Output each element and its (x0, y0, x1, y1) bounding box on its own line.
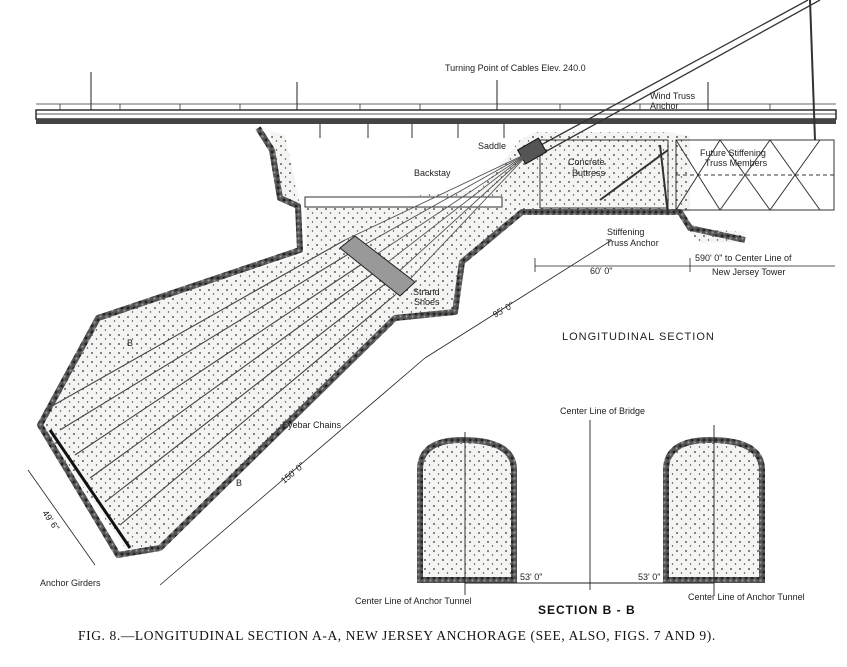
label-centerline-bridge: Center Line of Bridge (560, 406, 645, 416)
label-stiffening: Stiffening (607, 227, 644, 237)
label-anchor-girders: Anchor Girders (40, 578, 101, 588)
label-truss-members: Truss Members (705, 158, 768, 168)
title-section-bb: SECTION B - B (538, 603, 636, 617)
label-turning-point: Turning Point of Cables Elev. 240.0 (445, 63, 586, 73)
label-b-upper: B (127, 338, 133, 348)
future-truss (675, 139, 835, 211)
label-centerline-tunnel-right: Center Line of Anchor Tunnel (688, 592, 805, 602)
dim-590-line2: New Jersey Tower (712, 267, 785, 277)
dimension-lines (27, 239, 835, 586)
strands-fan (344, 151, 531, 296)
label-concrete: Concrete (568, 157, 605, 167)
anchor-girders (48, 429, 132, 549)
dim-53-left: 53' 0" (520, 572, 542, 582)
main-cable (527, 0, 821, 159)
label-eyebar: Eyebar Chains (282, 420, 342, 430)
dim-150: 150' 0" (279, 460, 306, 485)
title-longitudinal-section: LONGITUDINAL SECTION (562, 331, 715, 343)
label-wind-truss-anchor: Anchor (650, 101, 679, 111)
eyebar-chains (44, 239, 396, 526)
dim-95: 95' 0" (491, 300, 515, 320)
label-centerline-tunnel-left: Center Line of Anchor Tunnel (355, 596, 472, 606)
dim-60: 60' 0" (590, 266, 612, 276)
dim-53-right: 53' 0" (638, 572, 660, 582)
label-buttress: Buttress (572, 168, 606, 178)
strand-shoes (339, 235, 416, 297)
label-b-lower: B (236, 478, 242, 488)
label-saddle: Saddle (478, 141, 506, 151)
label-wind-truss: Wind Truss (650, 91, 696, 101)
section-bb (417, 420, 765, 595)
deck-structure (35, 72, 837, 138)
label-strand: Strand (413, 287, 440, 297)
label-future-stiffening: Future Stiffening (700, 148, 766, 158)
label-backstay: Backstay (414, 168, 451, 178)
dim-590-line1: 590' 0" to Center Line of (695, 253, 792, 263)
dim-49: 49' 6" (40, 508, 61, 532)
label-truss-anchor: Truss Anchor (606, 238, 659, 248)
label-shoes: Shoes (414, 297, 440, 307)
anchorage-mass (37, 126, 835, 558)
figure-caption: FIG. 8.—LONGITUDINAL SECTION A-A, NEW JE… (78, 628, 716, 643)
